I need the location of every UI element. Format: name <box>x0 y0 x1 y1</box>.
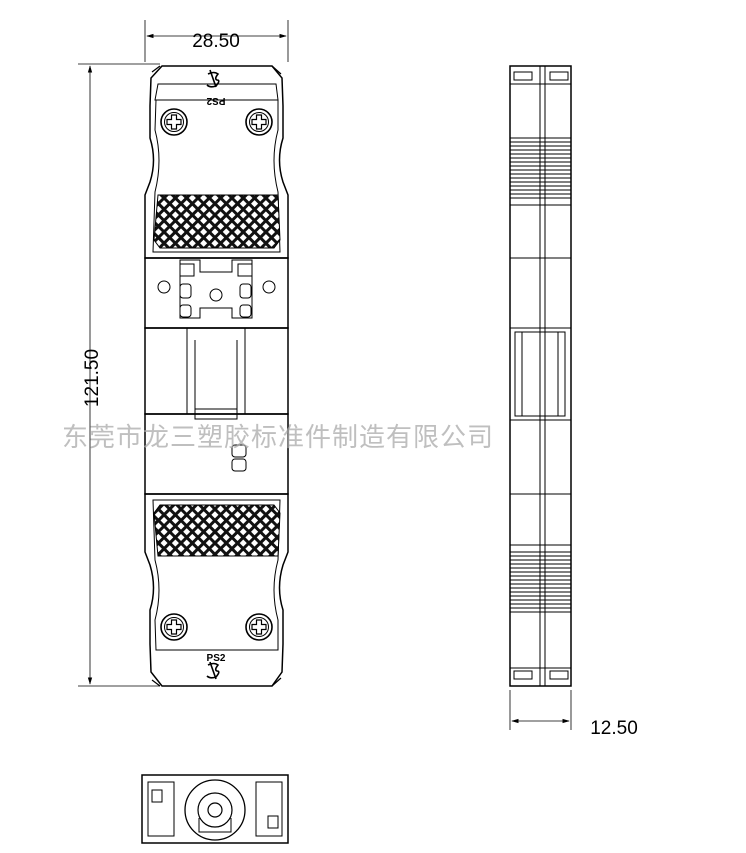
brand-logo-icon <box>206 69 220 88</box>
front-view <box>78 20 289 687</box>
width-dimension <box>144 20 289 62</box>
depth-dimension <box>509 690 572 730</box>
side-ribs-bottom <box>510 551 571 613</box>
screw-icon <box>160 613 188 641</box>
height-dimension-label: 121.50 <box>82 349 103 407</box>
part-marking-top: PS2 <box>206 95 225 106</box>
brand-logo-icon <box>206 661 220 680</box>
screw-icon <box>160 108 188 136</box>
width-dimension-label: 28.50 <box>192 31 240 52</box>
side-view <box>509 65 572 730</box>
grip-knurl-top <box>153 194 281 249</box>
depth-dimension-label: 12.50 <box>590 718 638 739</box>
part-marking-bottom: PS2 <box>207 653 226 664</box>
end-view <box>141 774 289 844</box>
height-dimension <box>78 63 160 687</box>
screw-icon <box>245 613 273 641</box>
grip-knurl-bottom <box>153 504 281 557</box>
side-ribs-top <box>510 137 571 199</box>
screw-icon <box>245 108 273 136</box>
